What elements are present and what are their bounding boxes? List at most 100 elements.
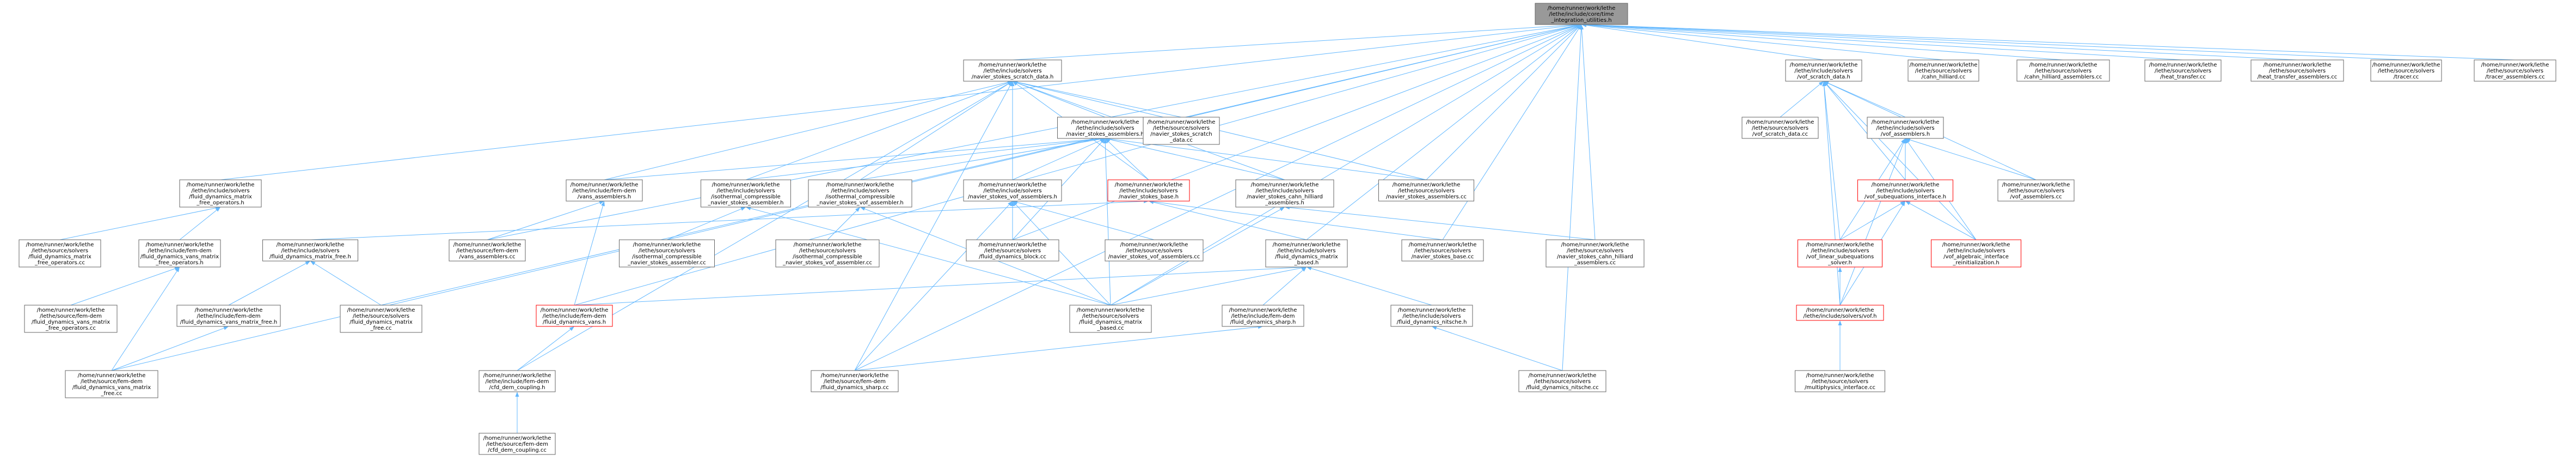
node-label-line: /lethe/source/solvers bbox=[1752, 125, 1808, 131]
node-label-line: /home/runner/work/lethe bbox=[1790, 62, 1858, 68]
graph-node-vans-mf-ops-h[interactable]: /home/runner/work/lethe/lethe/include/fe… bbox=[138, 239, 221, 268]
graph-node-cfd-dem-cc[interactable]: /home/runner/work/lethe/lethe/source/fem… bbox=[479, 433, 556, 455]
node-label-line: /fluid_dynamics_sharp.h bbox=[1230, 319, 1296, 325]
graph-node-root[interactable]: /home/runner/work/lethe/lethe/include/co… bbox=[1535, 3, 1628, 25]
graph-node-tracer-asm-cc[interactable]: /home/runner/work/lethe/lethe/source/sol… bbox=[2474, 59, 2556, 82]
node-label-line: /home/runner/work/lethe bbox=[633, 242, 701, 248]
node-label-line: /vof_subequations_interface.h bbox=[1864, 194, 1946, 200]
node-label-line: /vof_scratch_data.cc bbox=[1752, 131, 1808, 137]
node-label-line: /lethe/source/solvers bbox=[1153, 125, 1210, 131]
graph-node-vof-subeq-h[interactable]: /home/runner/work/lethe/lethe/include/so… bbox=[1857, 179, 1953, 202]
graph-node-ns-vof-asm-h[interactable]: /home/runner/work/lethe/lethe/include/so… bbox=[963, 179, 1062, 202]
node-label-line: /lethe/source/solvers bbox=[1812, 379, 1868, 385]
node-box bbox=[138, 239, 221, 268]
node-label-line: /heat_transfer.cc bbox=[2160, 74, 2206, 80]
node-box bbox=[1378, 179, 1474, 202]
node-label-line: /home/runner/work/lethe bbox=[26, 242, 94, 248]
graph-node-vof-scratch-cc[interactable]: /home/runner/work/lethe/lethe/source/sol… bbox=[1741, 117, 1819, 139]
edge-vof-alg-h-to-vof-scratch bbox=[1824, 81, 1977, 240]
edge-mb-cc-to-ns-asm-h bbox=[1103, 138, 1111, 306]
graph-node-iso-vof-asm-cc[interactable]: /home/runner/work/lethe/lethe/source/sol… bbox=[775, 239, 880, 268]
graph-node-ns-cahn-asm-cc[interactable]: /home/runner/work/lethe/lethe/source/sol… bbox=[1545, 239, 1645, 268]
graph-node-cahn-asm-cc[interactable]: /home/runner/work/lethe/lethe/source/sol… bbox=[2016, 59, 2110, 82]
graph-node-block-cc[interactable]: /home/runner/work/lethe/lethe/source/sol… bbox=[966, 239, 1059, 262]
node-box bbox=[963, 59, 1062, 82]
node-label-line: /lethe/source/solvers bbox=[1398, 188, 1455, 194]
graph-node-vans-mf-ops-cc[interactable]: /home/runner/work/lethe/lethe/source/fem… bbox=[24, 305, 118, 333]
graph-node-vof-scratch[interactable]: /home/runner/work/lethe/lethe/include/so… bbox=[1785, 59, 1862, 82]
graph-node-ns-scratch-cc[interactable]: /home/runner/work/lethe/lethe/source/sol… bbox=[1143, 117, 1220, 145]
graph-node-mf-ops-h[interactable]: /home/runner/work/lethe/lethe/include/so… bbox=[179, 179, 262, 208]
graph-node-vof-alg-h[interactable]: /home/runner/work/lethe/lethe/include/so… bbox=[1931, 239, 2021, 268]
graph-node-ns-base-cc[interactable]: /home/runner/work/lethe/lethe/source/sol… bbox=[1401, 239, 1484, 262]
node-label-line: /lethe/source/solvers bbox=[2487, 68, 2543, 74]
graph-node-vans-mf-cc[interactable]: /home/runner/work/lethe/lethe/source/fem… bbox=[65, 370, 158, 398]
node-box bbox=[966, 239, 1059, 262]
node-label-line: /fluid_dynamics_vans_matrix bbox=[140, 254, 219, 260]
graph-node-vans-h[interactable]: /home/runner/work/lethe/lethe/include/fe… bbox=[536, 305, 613, 327]
graph-node-mb-h[interactable]: /home/runner/work/lethe/lethe/include/so… bbox=[1265, 239, 1348, 268]
graph-node-ns-asm-h[interactable]: /home/runner/work/lethe/lethe/include/so… bbox=[1057, 117, 1153, 139]
node-label-line: /isothermal_compressible bbox=[632, 254, 702, 260]
graph-node-multiphysics-cc[interactable]: /home/runner/work/lethe/lethe/source/sol… bbox=[1795, 370, 1885, 392]
edge-vof-h-to-vof-asm-h bbox=[1839, 138, 1905, 306]
node-label-line: /cfd_dem_coupling.h bbox=[489, 385, 545, 391]
graph-node-vof-h[interactable]: /home/runner/work/lethe/lethe/include/so… bbox=[1796, 305, 1884, 321]
node-label-line: /home/runner/work/lethe bbox=[1398, 307, 1466, 313]
graph-node-vof-asm-cc[interactable]: /home/runner/work/lethe/lethe/source/sol… bbox=[1997, 179, 2075, 202]
graph-node-tracer-cc[interactable]: /home/runner/work/lethe/lethe/source/sol… bbox=[2370, 59, 2442, 82]
graph-node-iso-asm-h[interactable]: /home/runner/work/lethe/lethe/include/so… bbox=[701, 179, 791, 208]
graph-node-mf-ops-cc[interactable]: /home/runner/work/lethe/lethe/source/sol… bbox=[19, 239, 101, 268]
edge-mf-cc-to-mf-h bbox=[310, 261, 382, 306]
graph-node-ns-asm-cc[interactable]: /home/runner/work/lethe/lethe/source/sol… bbox=[1378, 179, 1474, 202]
graph-node-sharp-h[interactable]: /home/runner/work/lethe/lethe/include/fe… bbox=[1222, 305, 1304, 327]
edge-vans-mf-ops-h-to-mf-ops-h bbox=[179, 207, 220, 240]
graph-node-iso-vof-asm-h[interactable]: /home/runner/work/lethe/lethe/include/so… bbox=[808, 179, 912, 208]
edge-cfd-dem-cc-to-cfd-dem-h bbox=[515, 392, 519, 433]
node-label-line: /lethe/include/solvers bbox=[1119, 188, 1177, 194]
node-label-line: /lethe/include/solvers bbox=[831, 188, 889, 194]
node-label-line: /home/runner/work/lethe bbox=[1910, 62, 1978, 68]
graph-node-heat-cc[interactable]: /home/runner/work/lethe/lethe/source/sol… bbox=[2144, 59, 2222, 82]
graph-node-vof-asm-h[interactable]: /home/runner/work/lethe/lethe/include/so… bbox=[1867, 117, 1944, 139]
edge-vof-alg-h-to-vof-subeq-h bbox=[1905, 201, 1977, 240]
graph-node-cahn-cc[interactable]: /home/runner/work/lethe/lethe/source/sol… bbox=[1908, 59, 1979, 82]
graph-node-nitsche-cc[interactable]: /home/runner/work/lethe/lethe/source/sol… bbox=[1518, 370, 1606, 392]
graph-node-vans-asm-cc[interactable]: /home/runner/work/lethe/lethe/source/fem… bbox=[449, 239, 526, 262]
edge-vans-mf-cc-to-vans-mf-h bbox=[111, 326, 229, 371]
node-label-line: /tracer_assemblers.cc bbox=[2485, 74, 2545, 80]
graph-node-mb-cc[interactable]: /home/runner/work/lethe/lethe/source/sol… bbox=[1069, 305, 1152, 333]
graph-node-nitsche-h[interactable]: /home/runner/work/lethe/lethe/include/so… bbox=[1390, 305, 1473, 327]
node-label-line: /lethe/include/fem-dem bbox=[148, 248, 212, 254]
graph-node-cfd-dem-h[interactable]: /home/runner/work/lethe/lethe/include/fe… bbox=[479, 370, 556, 392]
node-label-line: /lethe/source/solvers bbox=[639, 248, 695, 254]
node-label-line: /lethe/source/fem-dem bbox=[456, 248, 518, 254]
graph-nodes: /home/runner/work/lethe/lethe/include/co… bbox=[19, 3, 2556, 455]
edge-vof-scratch-to-root bbox=[1581, 23, 1824, 60]
node-label-line: /lethe/source/solvers bbox=[984, 248, 1041, 254]
graph-node-ns-scratch[interactable]: /home/runner/work/lethe/lethe/include/so… bbox=[963, 59, 1062, 82]
graph-node-vans-asm-h[interactable]: /home/runner/work/lethe/lethe/include/fe… bbox=[566, 179, 643, 202]
node-box bbox=[179, 179, 262, 208]
graph-node-mf-cc[interactable]: /home/runner/work/lethe/lethe/source/sol… bbox=[340, 305, 422, 333]
graph-node-vof-lin-sub-h[interactable]: /home/runner/work/lethe/lethe/include/so… bbox=[1798, 239, 1882, 268]
graph-node-ns-vof-asm-cc[interactable]: /home/runner/work/lethe/lethe/source/sol… bbox=[1105, 239, 1204, 262]
graph-node-iso-asm-cc[interactable]: /home/runner/work/lethe/lethe/source/sol… bbox=[619, 239, 715, 268]
graph-node-mf-h[interactable]: /home/runner/work/lethe/lethe/include/so… bbox=[262, 239, 358, 262]
graph-node-vans-mf-h[interactable]: /home/runner/work/lethe/lethe/include/fe… bbox=[176, 305, 281, 327]
node-label-line: /home/runner/work/lethe bbox=[1942, 242, 2010, 248]
node-label-line: /fluid_dynamics_matrix bbox=[189, 194, 252, 200]
edge-iso-vof-asm-h-to-ns-scratch bbox=[860, 81, 1013, 180]
node-box bbox=[479, 370, 556, 392]
graph-node-heat-asm-cc[interactable]: /home/runner/work/lethe/lethe/source/sol… bbox=[2250, 59, 2344, 82]
edge-cfd-dem-h-to-vans-h bbox=[517, 326, 574, 371]
node-box bbox=[963, 179, 1062, 202]
node-label-line: /lethe/include/solvers bbox=[983, 68, 1041, 74]
graph-node-ns-cahn-asm-h[interactable]: /home/runner/work/lethe/lethe/include/so… bbox=[1235, 179, 1334, 208]
graph-node-ns-base-h[interactable]: /home/runner/work/lethe/lethe/include/so… bbox=[1107, 179, 1190, 202]
node-label-line: _free.cc bbox=[370, 325, 392, 331]
node-label-line: _navier_stokes_vof_assembler.cc bbox=[782, 260, 872, 266]
node-label-line: /isothermal_compressible bbox=[825, 194, 895, 200]
graph-node-sharp-cc[interactable]: /home/runner/work/lethe/lethe/source/fem… bbox=[811, 370, 899, 392]
